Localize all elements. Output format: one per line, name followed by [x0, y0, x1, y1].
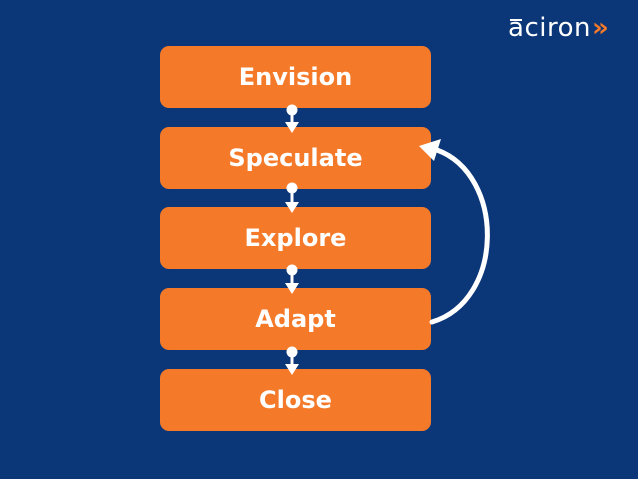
step-close: Close [160, 369, 431, 431]
step-label: Adapt [255, 305, 336, 333]
step-label: Close [259, 386, 332, 414]
step-adapt: Adapt [160, 288, 431, 350]
step-label: Envision [238, 63, 353, 91]
step-explore: Explore [160, 207, 431, 269]
logo-text-rest: ciron [524, 13, 591, 43]
step-speculate: Speculate [160, 127, 431, 189]
logo-chevron-icon: » [591, 13, 610, 43]
step-label: Explore [244, 224, 347, 252]
step-label: Speculate [228, 144, 363, 172]
logo-first-letter: a [508, 13, 525, 43]
step-envision: Envision [160, 46, 431, 108]
